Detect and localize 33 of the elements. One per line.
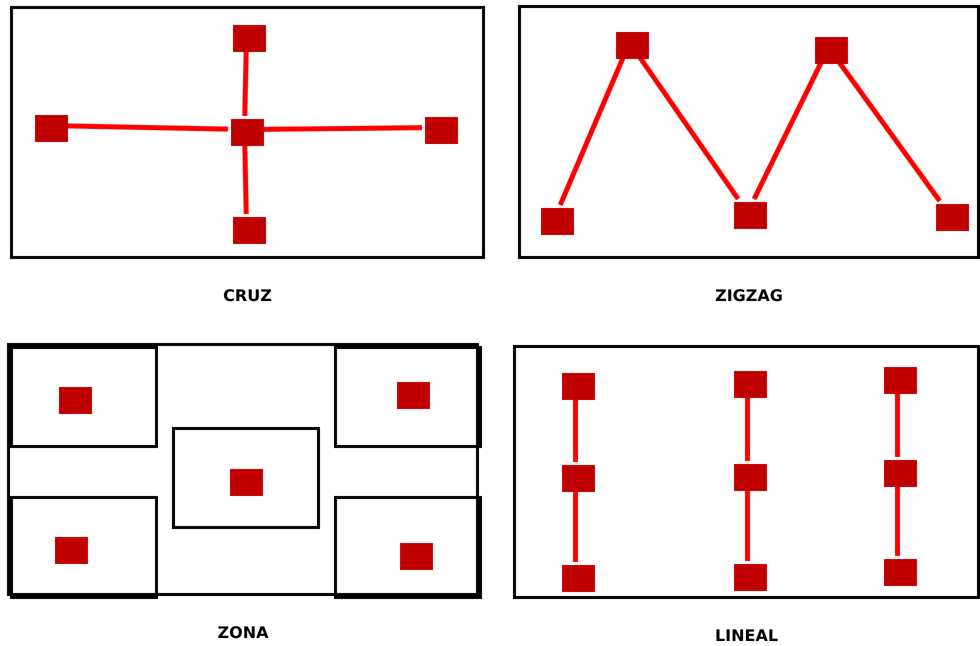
square-marker xyxy=(397,382,430,409)
square-marker xyxy=(35,115,68,142)
square-marker xyxy=(562,465,595,492)
square-marker xyxy=(884,559,917,586)
zone-box xyxy=(10,346,158,448)
square-marker xyxy=(233,25,266,52)
square-marker xyxy=(230,469,263,496)
square-marker xyxy=(734,371,767,398)
square-marker xyxy=(541,208,574,235)
zone-box xyxy=(334,346,482,448)
panel-caption: ZONA xyxy=(216,623,270,642)
square-marker xyxy=(734,202,767,229)
square-marker xyxy=(815,37,848,64)
panel-caption: LINEAL xyxy=(714,626,780,645)
square-marker xyxy=(562,373,595,400)
zone-box xyxy=(172,427,320,529)
panel-caption: CRUZ xyxy=(222,286,273,305)
square-marker xyxy=(59,387,92,414)
square-marker xyxy=(616,32,649,59)
square-marker xyxy=(425,117,458,144)
square-marker xyxy=(562,565,595,592)
zone-box xyxy=(10,496,158,599)
square-marker xyxy=(231,119,264,146)
square-marker xyxy=(55,537,88,564)
square-marker xyxy=(884,460,917,487)
square-marker xyxy=(734,564,767,591)
square-marker xyxy=(936,204,969,231)
square-marker xyxy=(884,367,917,394)
zone-box xyxy=(334,496,482,599)
panel-caption: ZIGZAG xyxy=(714,286,784,305)
square-marker xyxy=(400,543,433,570)
square-marker xyxy=(233,217,266,244)
square-marker xyxy=(734,464,767,491)
